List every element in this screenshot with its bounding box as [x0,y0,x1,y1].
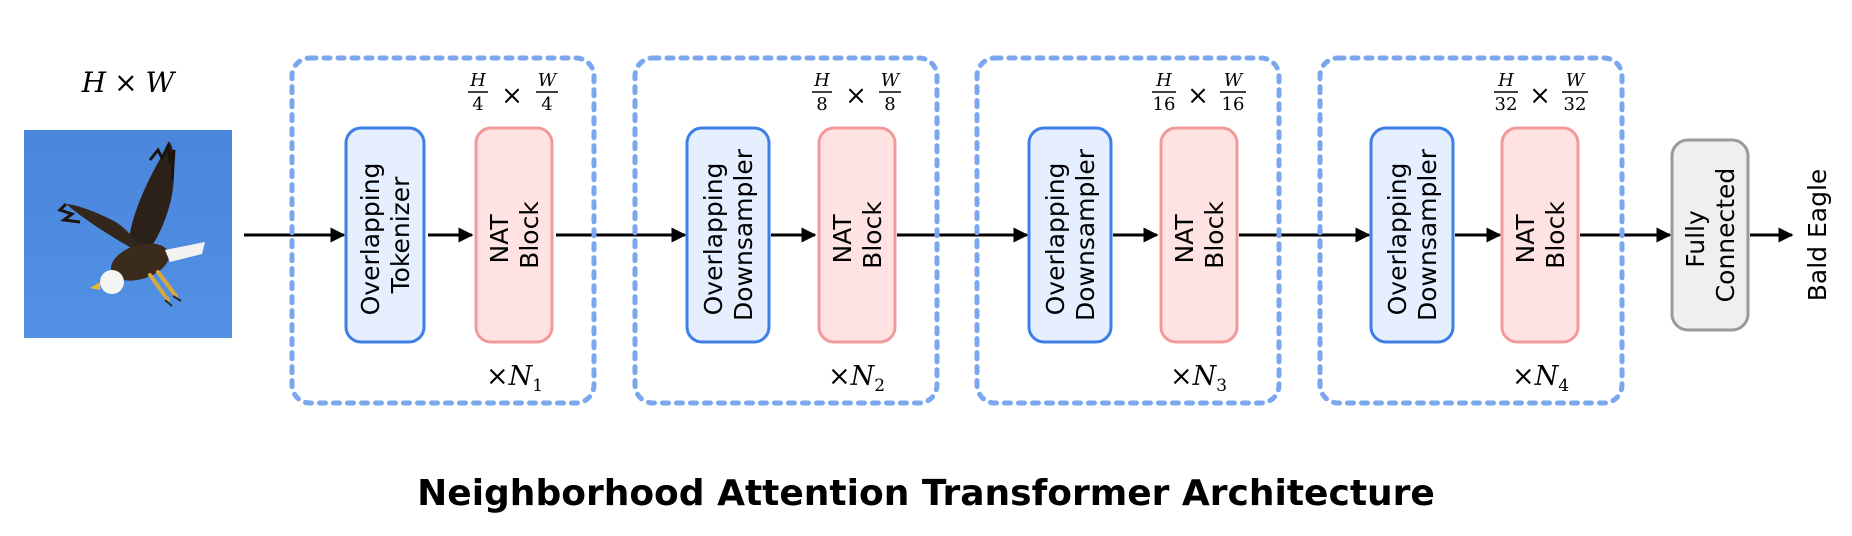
svg-text:8: 8 [884,94,895,115]
overlapping-downsampler-1-label: Overlapping Downsampler [699,148,758,321]
svg-text:W: W [1224,70,1244,91]
stage-1-resolution: H 4 × W 4 [468,70,558,115]
stage-3-repeat: ×N3 [1170,361,1227,396]
stage-2: H 8 × W 8 Overlapping Downsampler NAT Bl… [632,55,940,406]
svg-text:H: H [1497,70,1514,91]
overlapping-downsampler-block-3 [1369,126,1455,344]
svg-text:8: 8 [816,94,827,115]
input-image [24,130,232,338]
svg-text:4: 4 [472,94,483,115]
stage-1-repeat: ×N1 [486,361,543,396]
stage-4: H 32 × W 32 Overlapping Downsampler NAT … [1317,55,1625,406]
svg-text:W: W [538,70,558,91]
svg-text:W: W [1566,70,1586,91]
fully-connected-block [1670,138,1750,332]
overlapping-downsampler-block-2 [1027,126,1113,344]
stage-4-frame [1317,55,1625,406]
svg-text:H: H [813,70,830,91]
stage-4-resolution: H 32 × W 32 [1494,70,1588,115]
overlapping-tokenizer-label: Overlapping Tokenizer [356,155,415,316]
input-dims-label: H×W [81,66,177,99]
diagram-title: Neighborhood Attention Transformer Archi… [417,473,1435,514]
overlapping-downsampler-block-1 [685,126,771,344]
overlapping-tokenizer-block [344,126,426,344]
nat-block-2 [817,126,897,344]
nat-block-1-label: NAT Block [485,201,544,269]
nat-block-4-label: NAT Block [1511,201,1570,269]
nat-block-3-label: NAT Block [1170,201,1229,269]
svg-text:32: 32 [1495,94,1518,115]
stage-2-frame [632,55,940,406]
svg-text:×: × [1187,81,1209,111]
nat-block-1 [474,126,554,344]
svg-text:16: 16 [1222,94,1245,115]
svg-text:16: 16 [1153,94,1176,115]
stage-1-frame [289,55,597,406]
output-label: Bald Eagle [1803,169,1832,302]
nat-block-2-label: NAT Block [828,201,887,269]
overlapping-downsampler-3-label: Overlapping Downsampler [1383,148,1442,321]
svg-text:H: H [469,70,486,91]
overlapping-downsampler-2-label: Overlapping Downsampler [1041,148,1100,321]
fully-connected-label: Fully Connected [1681,168,1740,303]
fully-connected-head: Fully Connected [1670,138,1750,332]
stage-3-resolution: H 16 × W 16 [1152,70,1246,115]
stage-2-repeat: ×N2 [828,361,885,396]
nat-block-3 [1159,126,1239,344]
bald-eagle-illustration [57,141,205,307]
svg-text:×: × [501,81,523,111]
svg-text:×: × [845,81,867,111]
stage-3-frame [974,55,1282,406]
stage-1: H 4 × W 4 Overlapping Tokenizer NAT Bloc… [289,55,597,406]
stage-3: H 16 × W 16 Overlapping Downsampler NAT … [974,55,1282,406]
stage-2-resolution: H 8 × W 8 [812,70,901,115]
svg-text:4: 4 [541,94,552,115]
svg-text:W: W [881,70,901,91]
svg-text:32: 32 [1564,94,1587,115]
svg-text:H: H [1155,70,1172,91]
svg-text:×: × [1529,81,1551,111]
stage-4-repeat: ×N4 [1512,361,1569,396]
nat-block-4 [1500,126,1580,344]
